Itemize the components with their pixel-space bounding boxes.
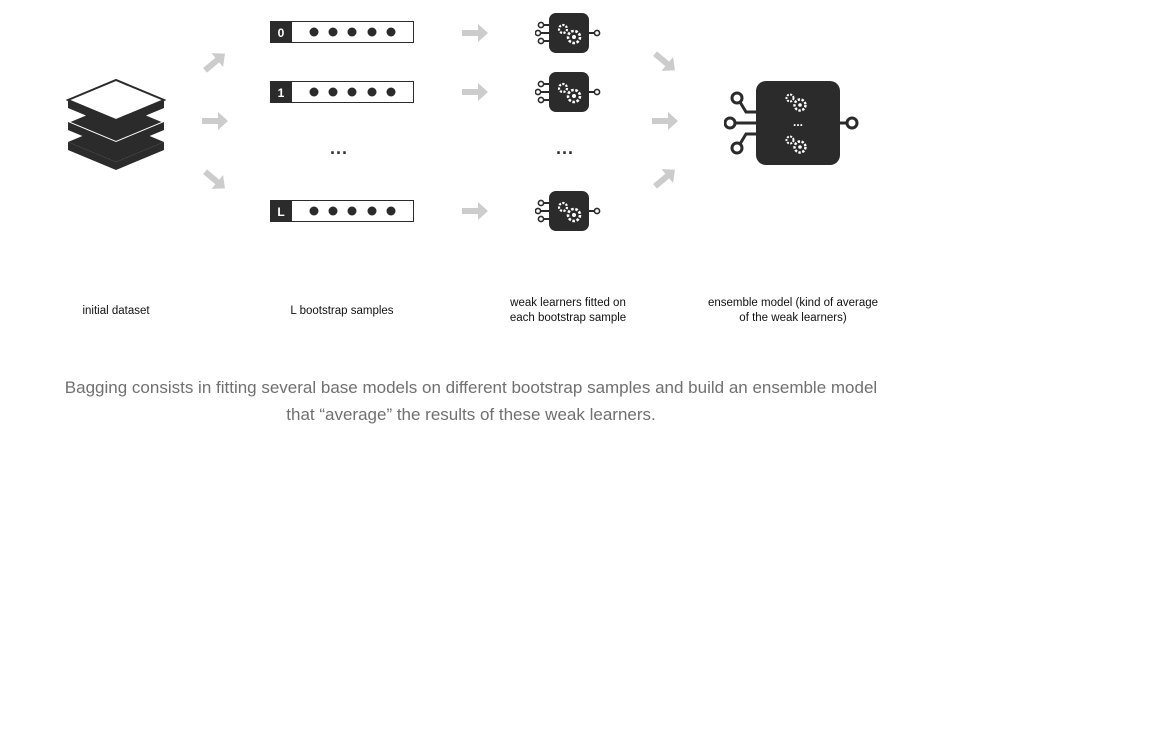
learners-ellipsis: ... [556,138,575,158]
label-weak-learners: weak learners fitted on each bootstrap s… [488,296,648,326]
arrow-icon [653,169,675,189]
label-weak-learners-line1: weak learners fitted on [510,297,626,309]
sample-index: L [277,205,284,219]
arrow-icon [203,169,225,189]
samples-ellipsis: ... [330,138,349,158]
bootstrap-sample: 0 [270,21,414,43]
label-bootstrap-samples: L bootstrap samples [262,304,422,319]
ensemble-ellipsis: ... [793,115,803,129]
sample-index: 1 [278,86,285,100]
gears-icon [535,72,601,112]
arrow-icon [652,112,678,130]
arrow-icon [653,51,675,71]
arrow-icon [462,83,488,101]
gears-icon [535,191,601,231]
arrow-icon [462,24,488,42]
bootstrap-sample: L [270,200,414,222]
caption-line1: Bagging consists in fitting several base… [64,378,878,397]
figure-caption: Bagging consists in fitting several base… [0,374,942,428]
sample-index: 0 [278,26,285,40]
label-ensemble-line2: of the weak learners) [739,312,847,324]
label-weak-learners-line2: each bootstrap sample [509,312,627,324]
dataset-stack-icon [66,78,166,170]
arrow-icon [202,112,228,130]
bootstrap-sample: 1 [270,81,414,103]
label-ensemble-line1: ensemble model (kind of average [707,297,879,309]
label-bootstrap-samples-text: L bootstrap samples [290,305,394,317]
arrow-icon [462,202,488,220]
gears-icon [535,13,601,53]
label-initial-dataset: initial dataset [56,304,176,319]
caption-line2: that “average” the results of these weak… [286,405,656,424]
label-initial-dataset-text: initial dataset [82,305,150,317]
label-ensemble-model: ensemble model (kind of average of the w… [693,296,893,326]
arrow-icon [203,53,225,73]
ensemble-model-icon: ... [724,81,859,165]
